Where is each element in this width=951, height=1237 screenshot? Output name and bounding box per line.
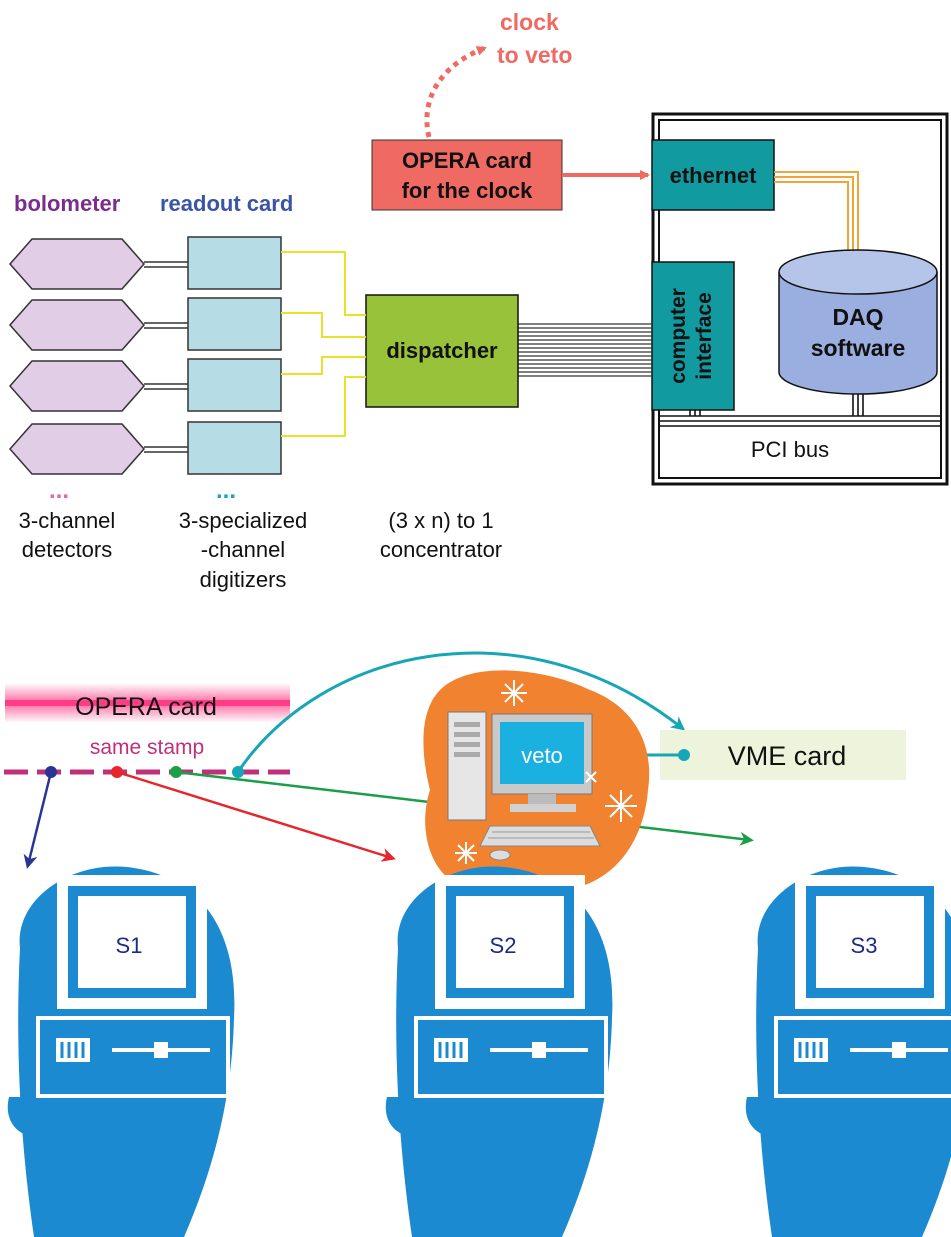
computer-s1 — [7, 866, 235, 1237]
readout-card-4 — [187, 421, 282, 475]
computer-s2 — [385, 866, 613, 1237]
card-to-dispatcher-cables — [281, 251, 366, 437]
bolometer-to-card-links — [144, 261, 188, 453]
bolometer-ellipsis: ... — [49, 477, 69, 504]
caption-digitizers-2: -channel — [201, 537, 285, 562]
to-veto-label: to veto — [497, 42, 572, 68]
bolometer-4 — [9, 423, 145, 475]
opera-clock-card — [371, 139, 563, 211]
daq-software-cylinder — [778, 249, 938, 395]
pci-bus — [659, 394, 941, 427]
caption-detectors-1: 3-channel — [19, 508, 116, 533]
bolometer-3 — [9, 360, 145, 412]
dispatcher-box — [365, 294, 519, 408]
caption-detectors-2: detectors — [22, 537, 113, 562]
bolometer-2 — [9, 299, 145, 351]
ethernet-box — [651, 139, 775, 211]
same-stamp-label: same stamp — [90, 736, 204, 759]
s3-label: S3 — [851, 933, 878, 958]
readout-card-1 — [187, 236, 282, 290]
dispatcher-label: dispatcher — [386, 338, 498, 363]
computer-s3 — [745, 866, 951, 1237]
s2-label: S2 — [490, 933, 517, 958]
opera-clock-card-line2: for the clock — [402, 178, 534, 203]
clock-to-veto-arrow — [424, 45, 487, 138]
stamp-dot-vme — [232, 766, 244, 778]
computer-interface-line2: interface — [693, 292, 716, 380]
caption-concentrator-2: concentrator — [380, 537, 502, 562]
veto-label: veto — [521, 743, 563, 768]
ethernet-label: ethernet — [670, 163, 757, 188]
dispatcher-to-interface-cable — [518, 323, 652, 377]
pci-bus-label: PCI bus — [751, 437, 829, 462]
ethernet-to-daq-bus — [774, 171, 859, 262]
opera-card-label: OPERA card — [75, 693, 217, 721]
caption-digitizers-3: digitizers — [200, 567, 287, 592]
stamp-to-s1-arrow — [23, 771, 53, 869]
vme-card-label: VME card — [728, 741, 847, 771]
opera-clock-card-line1: OPERA card — [402, 148, 532, 173]
opera-card-bar — [5, 683, 290, 723]
computer-interface-line1: computer — [667, 288, 690, 384]
clock-label: clock — [500, 9, 559, 35]
vme-card-box — [660, 730, 906, 780]
stamp-dot-s1 — [45, 766, 57, 778]
vme-dot — [678, 749, 690, 761]
s1-label: S1 — [116, 933, 143, 958]
readout-card-3 — [187, 358, 282, 412]
stamp-dot-s3 — [170, 766, 182, 778]
readout-card-2 — [187, 297, 282, 351]
bolometer-1 — [9, 238, 145, 290]
computer-interface-box — [651, 261, 735, 411]
daq-label-line2: software — [811, 335, 906, 361]
caption-digitizers-1: 3-specialized — [179, 508, 307, 533]
daq-label-line1: DAQ — [832, 304, 883, 330]
bolometer-header: bolometer — [14, 191, 121, 216]
readout-card-header: readout card — [160, 191, 293, 216]
card-ellipsis: ... — [216, 477, 236, 504]
veto-computer — [423, 670, 650, 896]
stamp-to-vme-arrow — [236, 651, 686, 773]
stamp-to-s2-arrow — [116, 770, 396, 862]
caption-concentrator-1: (3 x n) to 1 — [388, 508, 493, 533]
stamp-dot-s2 — [111, 766, 123, 778]
